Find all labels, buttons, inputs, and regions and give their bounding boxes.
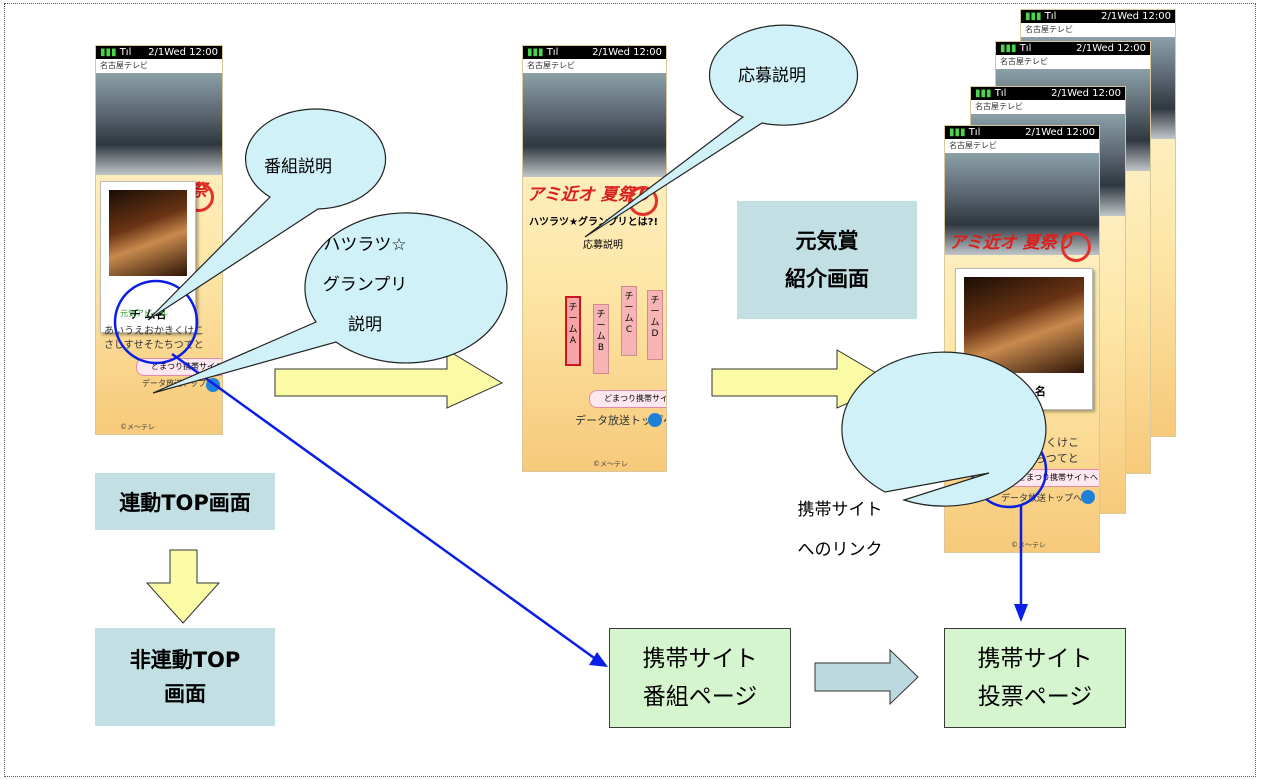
link-highlight-circle-1 <box>113 279 199 365</box>
bubble-grandprix-text: ハツラツ☆ グランプリ 説明 <box>322 235 408 335</box>
team-b-tag[interactable]: チームB <box>593 304 609 374</box>
channel-header: 名古屋テレビ <box>971 100 1125 114</box>
bubble-program-desc-text: 番組説明 <box>264 157 332 177</box>
copyright: ©メ〜テレ <box>120 423 155 431</box>
appeal-label: 元気アピール <box>120 309 168 318</box>
appeal-line-1: あいうえおかきくけこ <box>104 326 204 337</box>
cast-photo <box>523 73 666 177</box>
team-c-tag[interactable]: チームC <box>621 286 637 356</box>
team-a-tag[interactable]: チームA <box>565 296 581 366</box>
mobile-program-page-box: 携帯サイト 番組ページ <box>609 628 791 728</box>
play-icon <box>648 413 662 427</box>
channel-header: 名古屋テレビ <box>523 59 666 73</box>
linked-top-label: 連動TOP画面 <box>95 473 275 530</box>
team-photo <box>109 190 187 276</box>
data-top-link[interactable]: データ放送トップへ <box>575 414 667 427</box>
link-arrowhead-program <box>589 652 608 667</box>
mobile-site-link[interactable]: どまつり携帯サイトへ <box>589 390 666 408</box>
channel-header: 名古屋テレビ <box>945 139 1099 153</box>
data-top-link[interactable]: データ放送トップへ <box>1001 494 1083 504</box>
copyright: ©メ〜テレ <box>593 460 628 468</box>
play-icon <box>1081 490 1095 504</box>
genki-award-label: 元気賞 紹介画面 <box>737 201 917 319</box>
cast-photo <box>96 73 222 175</box>
festival-emblem <box>1061 232 1091 262</box>
diagram-frame <box>4 3 1256 777</box>
team-d-tag[interactable]: チームD <box>647 290 663 360</box>
mobile-vote-page-box: 携帯サイト 投票ページ <box>944 628 1126 728</box>
bubble-entry-desc <box>584 24 859 238</box>
unlinked-top-label: 非連動TOP 画面 <box>95 628 275 726</box>
copyright: ©メ〜テレ <box>1011 541 1046 549</box>
bubble-mobile-link <box>841 351 1047 507</box>
flow-arrow-1 <box>274 349 504 409</box>
bubble-entry-desc-text: 応募説明 <box>738 66 806 86</box>
grandprix-title: ハツラツ★グランプリとは?! <box>529 217 659 228</box>
flow-arrow-down <box>145 549 221 624</box>
team-photo <box>964 277 1084 373</box>
appeal-line-2: さしすせそたちつてと <box>104 340 204 351</box>
flow-arrow-blue <box>814 648 919 706</box>
link-arrowhead-vote <box>1014 604 1028 622</box>
festival-logo: アミ近オ 夏祭り <box>949 233 1074 253</box>
link-lines <box>113 279 1048 662</box>
channel-header: 名古屋テレビ <box>96 59 222 73</box>
festival-emblem <box>628 186 658 216</box>
bubble-program-desc <box>147 108 387 321</box>
entry-description: 応募説明 <box>583 240 623 251</box>
channel-header: 名古屋テレビ <box>996 55 1150 69</box>
team-card: チ ム名 <box>100 181 196 333</box>
channel-header: 名古屋テレビ <box>1021 23 1175 37</box>
bubble-mobile-link-text: 携帯サイト へのリンク <box>797 500 883 560</box>
festival-logo: アミ近オ 夏祭り <box>527 185 652 205</box>
bubble-grandprix <box>152 212 508 394</box>
link-line-program <box>171 352 598 662</box>
